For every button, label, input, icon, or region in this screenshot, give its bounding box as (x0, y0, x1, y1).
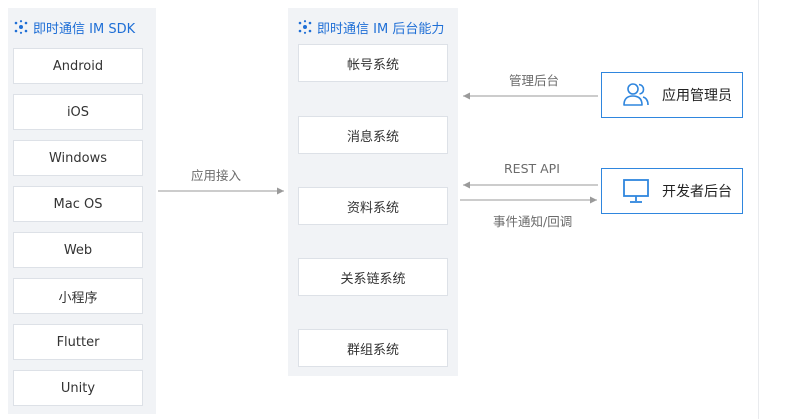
sdk-item-miniprogram: 小程序 (13, 278, 143, 314)
system-list: 帐号系统 消息系统 资料系统 关系链系统 群组系统 (288, 8, 458, 376)
sdk-item-windows: Windows (13, 140, 143, 176)
app-admin-label: 应用管理员 (662, 88, 732, 104)
network-nodes-icon (14, 20, 28, 34)
network-nodes-icon (298, 20, 312, 34)
developer-backend-box: 开发者后台 (601, 168, 743, 214)
system-item-profile: 资料系统 (298, 187, 448, 225)
sdk-item-unity: Unity (13, 370, 143, 406)
backend-panel-title-text: 即时通信 IM 后台能力 (317, 21, 445, 37)
admin-console-label: 管理后台 (509, 73, 560, 88)
sdk-item-web: Web (13, 232, 143, 268)
sdk-item-flutter: Flutter (13, 324, 143, 360)
sdk-item-macos: Mac OS (13, 186, 143, 222)
system-item-message: 消息系统 (298, 116, 448, 154)
system-item-relationship: 关系链系统 (298, 258, 448, 296)
backend-panel-title: 即时通信 IM 后台能力 (298, 18, 445, 37)
developer-backend-label: 开发者后台 (662, 184, 732, 200)
sdk-panel-title-text: 即时通信 IM SDK (33, 21, 136, 37)
callback-label: 事件通知/回调 (493, 214, 573, 229)
sdk-list: Android iOS Windows Mac OS Web 小程序 Flutt… (8, 8, 156, 414)
backend-panel: 即时通信 IM 后台能力 帐号系统 消息系统 资料系统 关系链系统 群组系统 (288, 8, 458, 376)
system-item-group: 群组系统 (298, 329, 448, 367)
access-label: 应用接入 (191, 168, 242, 183)
right-edge-divider (758, 0, 759, 419)
rest-api-label: REST API (504, 161, 560, 176)
sdk-item-android: Android (13, 48, 143, 84)
sdk-panel: 即时通信 IM SDK Android iOS Windows Mac OS W… (8, 8, 156, 414)
monitor-icon (623, 179, 649, 203)
system-item-account: 帐号系统 (298, 44, 448, 82)
users-icon (623, 83, 649, 106)
app-admin-box: 应用管理员 (601, 72, 743, 118)
sdk-panel-title: 即时通信 IM SDK (14, 18, 136, 37)
sdk-item-ios: iOS (13, 94, 143, 130)
